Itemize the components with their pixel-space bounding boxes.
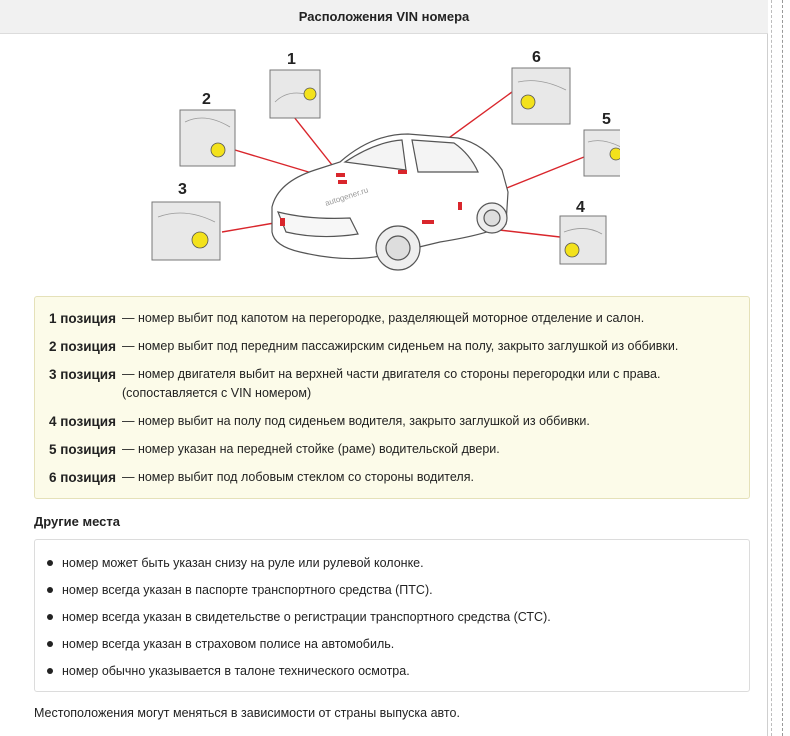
bullet-icon (47, 586, 53, 593)
list-item-text: номер всегда указан в свидетельстве о ре… (62, 609, 551, 624)
inset-4 (559, 215, 607, 265)
marker-1 (303, 87, 317, 101)
position-text: — номер выбит под лобовым стеклом со сто… (121, 470, 474, 484)
content-panel: Расположения VIN номера (0, 0, 768, 736)
page-title: Расположения VIN номера (0, 0, 768, 34)
other-places-list: номер может быть указан снизу на руле ил… (34, 539, 750, 692)
callout-2: 2 (202, 91, 211, 108)
position-text-wrap: — номер двигателя выбит на верхней части… (122, 365, 661, 403)
car-body (271, 133, 509, 271)
position-text: — номер выбит под передним пассажирским … (121, 339, 679, 353)
callout-4: 4 (576, 199, 585, 216)
inset-5 (583, 129, 620, 177)
spot-2 (338, 180, 347, 184)
positions-box: 1 позиция — номер выбит под капотом на п… (34, 296, 750, 499)
position-row: 1 позиция — номер выбит под капотом на п… (49, 309, 735, 328)
bullet-icon (47, 640, 53, 647)
list-item-text: номер всегда указан в страховом полисе н… (62, 636, 395, 651)
spot-4 (422, 220, 434, 224)
position-row: 6 позиция — номер выбит под лобовым стек… (49, 468, 735, 487)
bullet-icon (47, 559, 53, 566)
position-row: 4 позиция — номер выбит на полу под сиде… (49, 412, 735, 431)
marker-6 (520, 94, 536, 110)
position-label: 2 позиция (49, 339, 116, 354)
position-label: 3 позиция (49, 367, 116, 382)
scroll-rail[interactable] (771, 0, 790, 736)
callout-5: 5 (602, 111, 611, 128)
list-item: номер всегда указан в страховом полисе н… (47, 630, 737, 657)
marker-5 (609, 147, 620, 161)
footer-note: Местоположения могут меняться в зависимо… (34, 706, 460, 720)
inset-6 (511, 67, 571, 125)
spot-5 (458, 202, 462, 210)
callout-1: 1 (287, 51, 296, 68)
bullet-icon (47, 613, 53, 620)
position-text: — номер выбит под капотом на перегородке… (121, 311, 645, 325)
list-item-text: номер всегда указан в паспорте транспорт… (62, 582, 433, 597)
position-text: — номер двигателя выбит на верхней части… (121, 367, 661, 381)
position-label: 5 позиция (49, 442, 116, 457)
car-diagram-svg: 1 2 3 4 5 6 autogener.ru (151, 49, 620, 271)
position-row: 3 позиция — номер двигателя выбит на вер… (49, 365, 735, 403)
position-label: 4 позиция (49, 414, 116, 429)
position-text: — номер выбит на полу под сиденьем водит… (121, 414, 590, 428)
callout-6: 6 (532, 49, 541, 66)
marker-3 (191, 231, 209, 249)
other-places-heading: Другие места (34, 514, 121, 529)
inset-3 (151, 201, 221, 261)
position-subtext: (сопоставляется с VIN номером) (121, 386, 312, 400)
position-label: 1 позиция (49, 311, 116, 326)
callout-3: 3 (178, 181, 187, 198)
spot-6 (398, 170, 407, 174)
vin-location-diagram: 1 2 3 4 5 6 autogener.ru (140, 42, 620, 282)
bullet-icon (47, 667, 53, 674)
inset-2 (179, 109, 236, 167)
position-label: 6 позиция (49, 470, 116, 485)
list-item: номер всегда указан в свидетельстве о ре… (47, 603, 737, 630)
spot-1 (336, 173, 345, 177)
scroll-rail-guide (782, 0, 783, 736)
position-text: — номер указан на передней стойке (раме)… (121, 442, 500, 456)
list-item-text: номер обычно указывается в талоне технич… (62, 663, 410, 678)
leader-line-3 (221, 221, 281, 233)
spot-3 (280, 218, 285, 226)
list-item: номер всегда указан в паспорте транспорт… (47, 576, 737, 603)
position-row: 2 позиция — номер выбит под передним пас… (49, 337, 735, 356)
list-item-text: номер может быть указан снизу на руле ил… (62, 555, 424, 570)
marker-2 (210, 142, 226, 158)
list-item: номер обычно указывается в талоне технич… (47, 657, 737, 684)
position-row: 5 позиция — номер указан на передней сто… (49, 440, 735, 459)
list-item: номер может быть указан снизу на руле ил… (47, 549, 737, 576)
marker-4 (564, 242, 580, 258)
